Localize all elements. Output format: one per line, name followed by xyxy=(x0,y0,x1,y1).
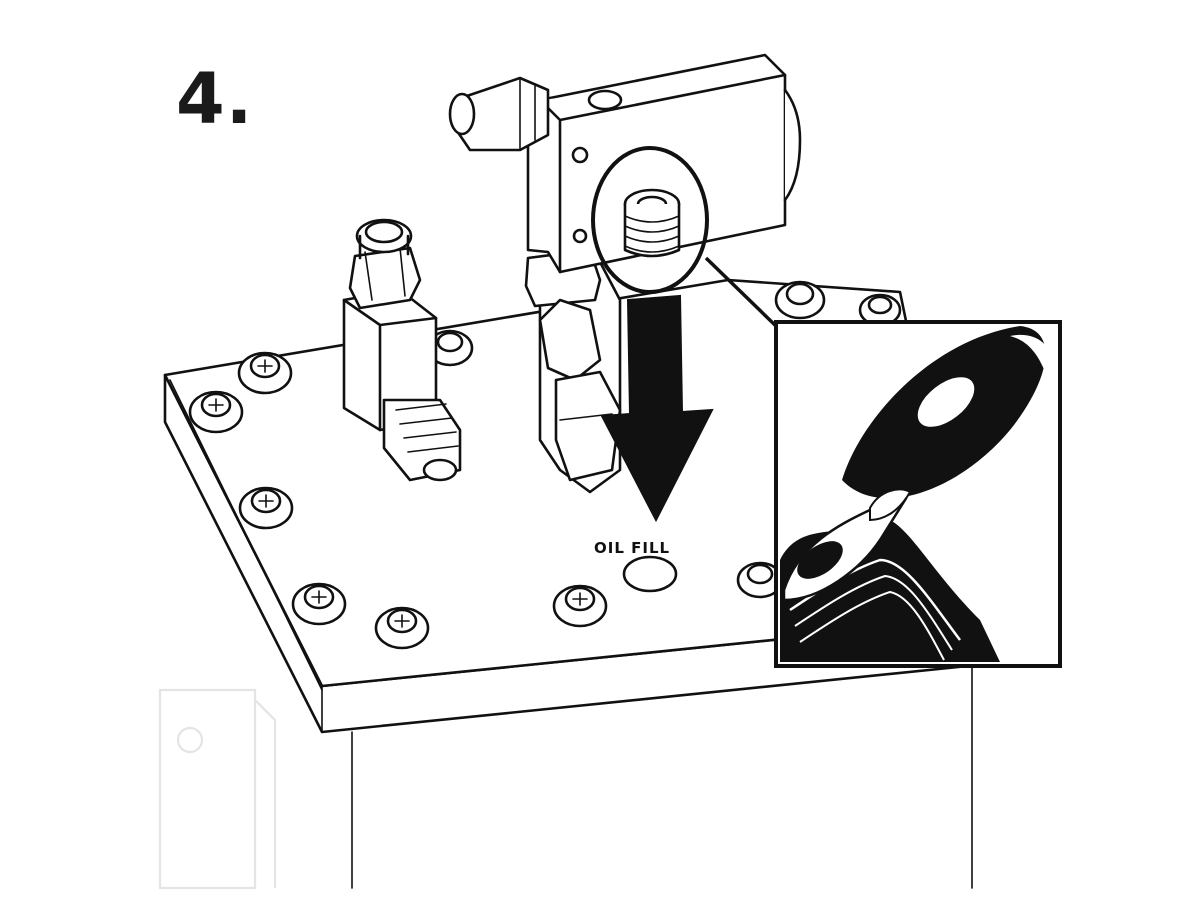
bolt xyxy=(291,582,347,626)
down-arrow-icon xyxy=(600,294,714,523)
mounting-bolts xyxy=(188,280,902,650)
bolt xyxy=(774,280,826,320)
washer-detail xyxy=(842,326,1052,499)
ghost-bracket xyxy=(158,688,277,890)
oil-fill-port: OIL FILL xyxy=(594,539,678,593)
zoom-inset xyxy=(774,320,1062,668)
reservoir-body xyxy=(351,667,973,889)
magnifier-callout xyxy=(591,146,778,328)
magnifier-circle-icon xyxy=(591,146,709,294)
bolt xyxy=(426,329,474,367)
bolt xyxy=(237,351,293,395)
step-number: 4. xyxy=(176,58,254,140)
check-valve xyxy=(342,218,462,482)
plug-thread-detail xyxy=(780,488,1000,662)
bolt xyxy=(552,584,608,628)
bolt xyxy=(374,606,430,650)
oil-fill-label: OIL FILL xyxy=(594,539,670,557)
bolt xyxy=(238,486,294,530)
bolt xyxy=(188,390,244,434)
solenoid-valve xyxy=(524,248,622,494)
threaded-plug xyxy=(623,188,681,258)
